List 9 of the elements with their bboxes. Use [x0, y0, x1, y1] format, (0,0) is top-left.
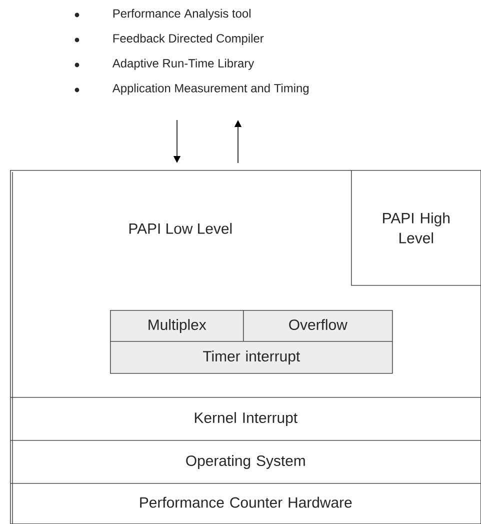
- layer-box: Performance Counter Hardware: [10, 483, 481, 524]
- module-cell: Multiplex: [110, 310, 244, 342]
- module-cell: Overflow: [243, 310, 393, 342]
- bullet-list: Performance Analysis tool Feedback Directed Compiler Adaptive Run-Time Library Application Measurement and Timing: [112, 8, 309, 95]
- layer-box: Operating System: [10, 440, 481, 484]
- layer-box: Kernel Interrupt: [10, 397, 481, 441]
- node-label: Operating System: [186, 455, 305, 469]
- node-label: Kernel Interrupt: [194, 412, 298, 426]
- layer-box: PAPI High Level: [351, 170, 481, 286]
